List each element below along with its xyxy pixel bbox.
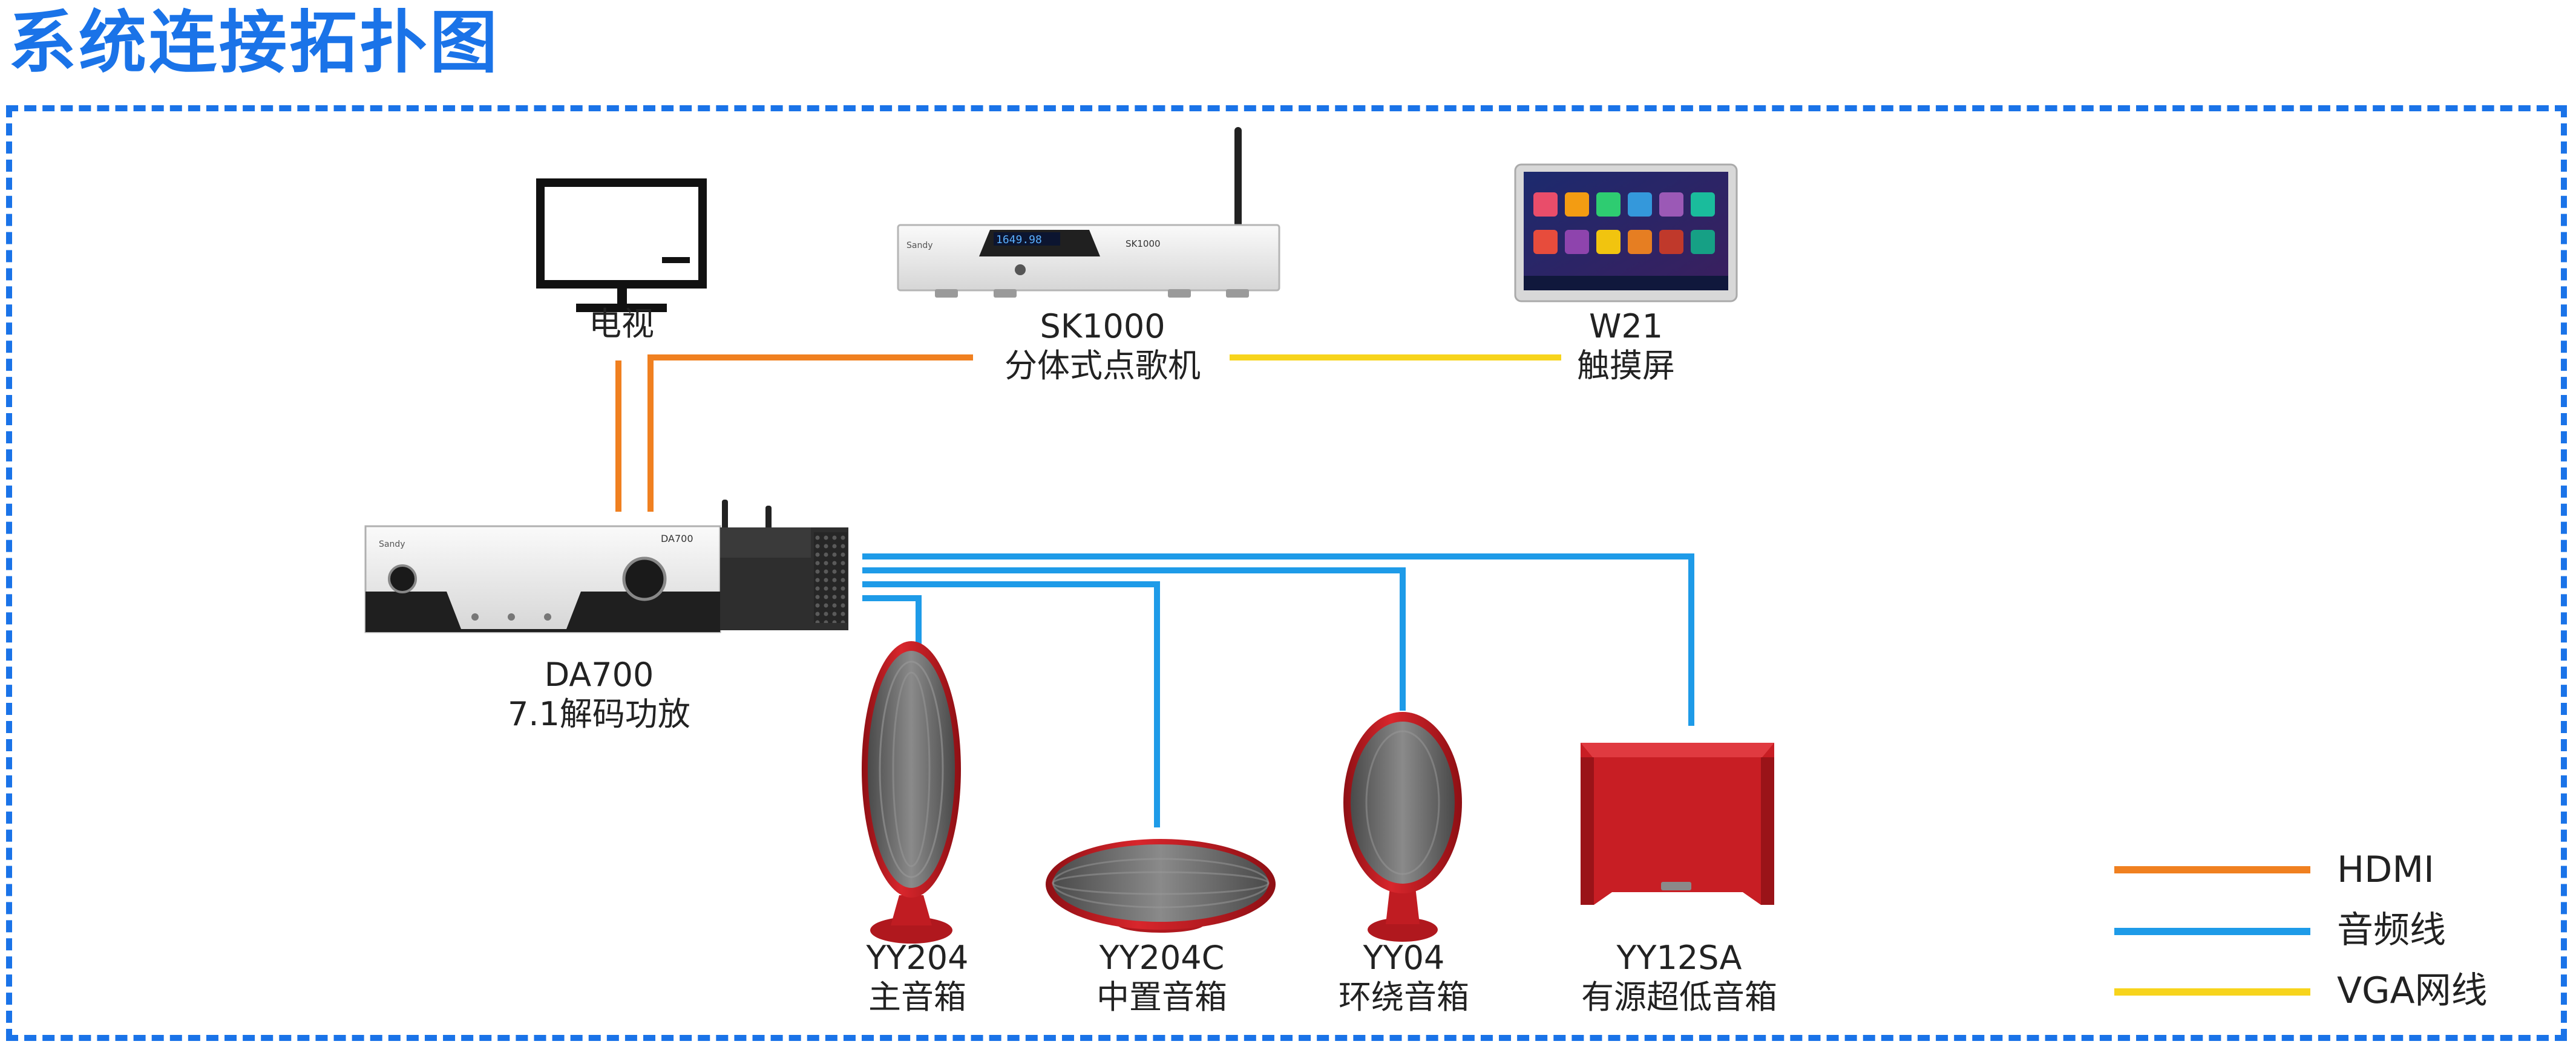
sk1000-face-label: SK1000 — [1126, 238, 1161, 249]
sk1000-name: 分体式点歌机 — [1005, 346, 1201, 385]
tv-icon — [536, 178, 707, 312]
yy04-speaker — [1343, 712, 1462, 942]
yy204c-label: YY204C 中置音箱 — [1071, 939, 1253, 1017]
yy04-name: 环绕音箱 — [1339, 977, 1469, 1016]
sk1000-to-da700-hdmi-line — [647, 354, 973, 512]
sk1000-device: 1649.98 Sandy SK1000 — [897, 127, 1280, 298]
yy204-name: 主音箱 — [868, 977, 966, 1016]
yy12sa-name: 有源超低音箱 — [1581, 977, 1777, 1016]
yy12sa-subwoofer — [1581, 743, 1774, 905]
app-tile-icon — [1691, 230, 1715, 254]
yy204-label: YY204 主音箱 — [839, 939, 996, 1017]
legend-audio-label: 音频线 — [2337, 909, 2446, 951]
diagram-title: 系统连接拓扑图 — [8, 4, 500, 82]
da700-to-yy204-audio-line — [862, 595, 922, 653]
da700-device: Sandy DA700 — [364, 500, 848, 633]
da700-face-label: DA700 — [661, 533, 693, 544]
da700-model: DA700 — [544, 656, 654, 694]
app-tile-icon — [1565, 192, 1589, 217]
yy204c-name: 中置音箱 — [1096, 977, 1227, 1016]
legend-swatches — [2114, 866, 2310, 996]
app-tile-icon — [1596, 230, 1621, 254]
da700-to-yy12sa-audio-line — [862, 553, 1694, 726]
app-tile-icon — [1691, 192, 1715, 217]
app-tile-icon — [1596, 192, 1621, 217]
w21-name: 触摸屏 — [1577, 346, 1675, 385]
yy04-label: YY04 环绕音箱 — [1319, 939, 1489, 1017]
app-tile-icon — [1628, 192, 1652, 217]
w21-model: W21 — [1588, 307, 1663, 345]
da700-label: DA700 7.1解码功放 — [484, 656, 714, 734]
diagram-frame — [6, 105, 2567, 1041]
yy204c-model: YY204C — [1099, 939, 1225, 977]
yy04-model: YY04 — [1363, 939, 1445, 977]
sk1000-model: SK1000 — [1040, 307, 1165, 345]
svg-text:Sandy: Sandy — [379, 540, 405, 549]
legend-hdmi-label: HDMI — [2337, 849, 2434, 891]
app-tile-icon — [1628, 230, 1652, 254]
w21-label: W21 触摸屏 — [1562, 307, 1689, 386]
da700-to-yy04-audio-line — [862, 567, 1406, 711]
yy204-speaker — [862, 641, 961, 944]
app-tile-icon — [1659, 192, 1683, 217]
tv-label: 电视 — [570, 305, 673, 344]
da700-name: 7.1解码功放 — [508, 694, 690, 733]
da700-to-yy204c-audio-line — [862, 581, 1160, 827]
yy204-model: YY204 — [866, 939, 969, 977]
svg-text:Sandy: Sandy — [906, 241, 933, 250]
app-tile-icon — [1533, 230, 1558, 254]
sk1000-display-text: 1649.98 — [996, 233, 1042, 246]
app-tile-icon — [1533, 192, 1558, 217]
yy12sa-label: YY12SA 有源超低音箱 — [1558, 939, 1800, 1017]
app-tile-icon — [1659, 230, 1683, 254]
tv-name: 电视 — [589, 305, 654, 343]
sk1000-label: SK1000 分体式点歌机 — [975, 307, 1230, 386]
yy204c-speaker — [1046, 839, 1276, 933]
yy12sa-model: YY12SA — [1616, 939, 1742, 977]
legend-vga-label: VGA网线 — [2337, 970, 2488, 1012]
w21-touchscreen — [1514, 163, 1738, 302]
app-tile-icon — [1565, 230, 1589, 254]
connection-lines — [615, 354, 1694, 827]
